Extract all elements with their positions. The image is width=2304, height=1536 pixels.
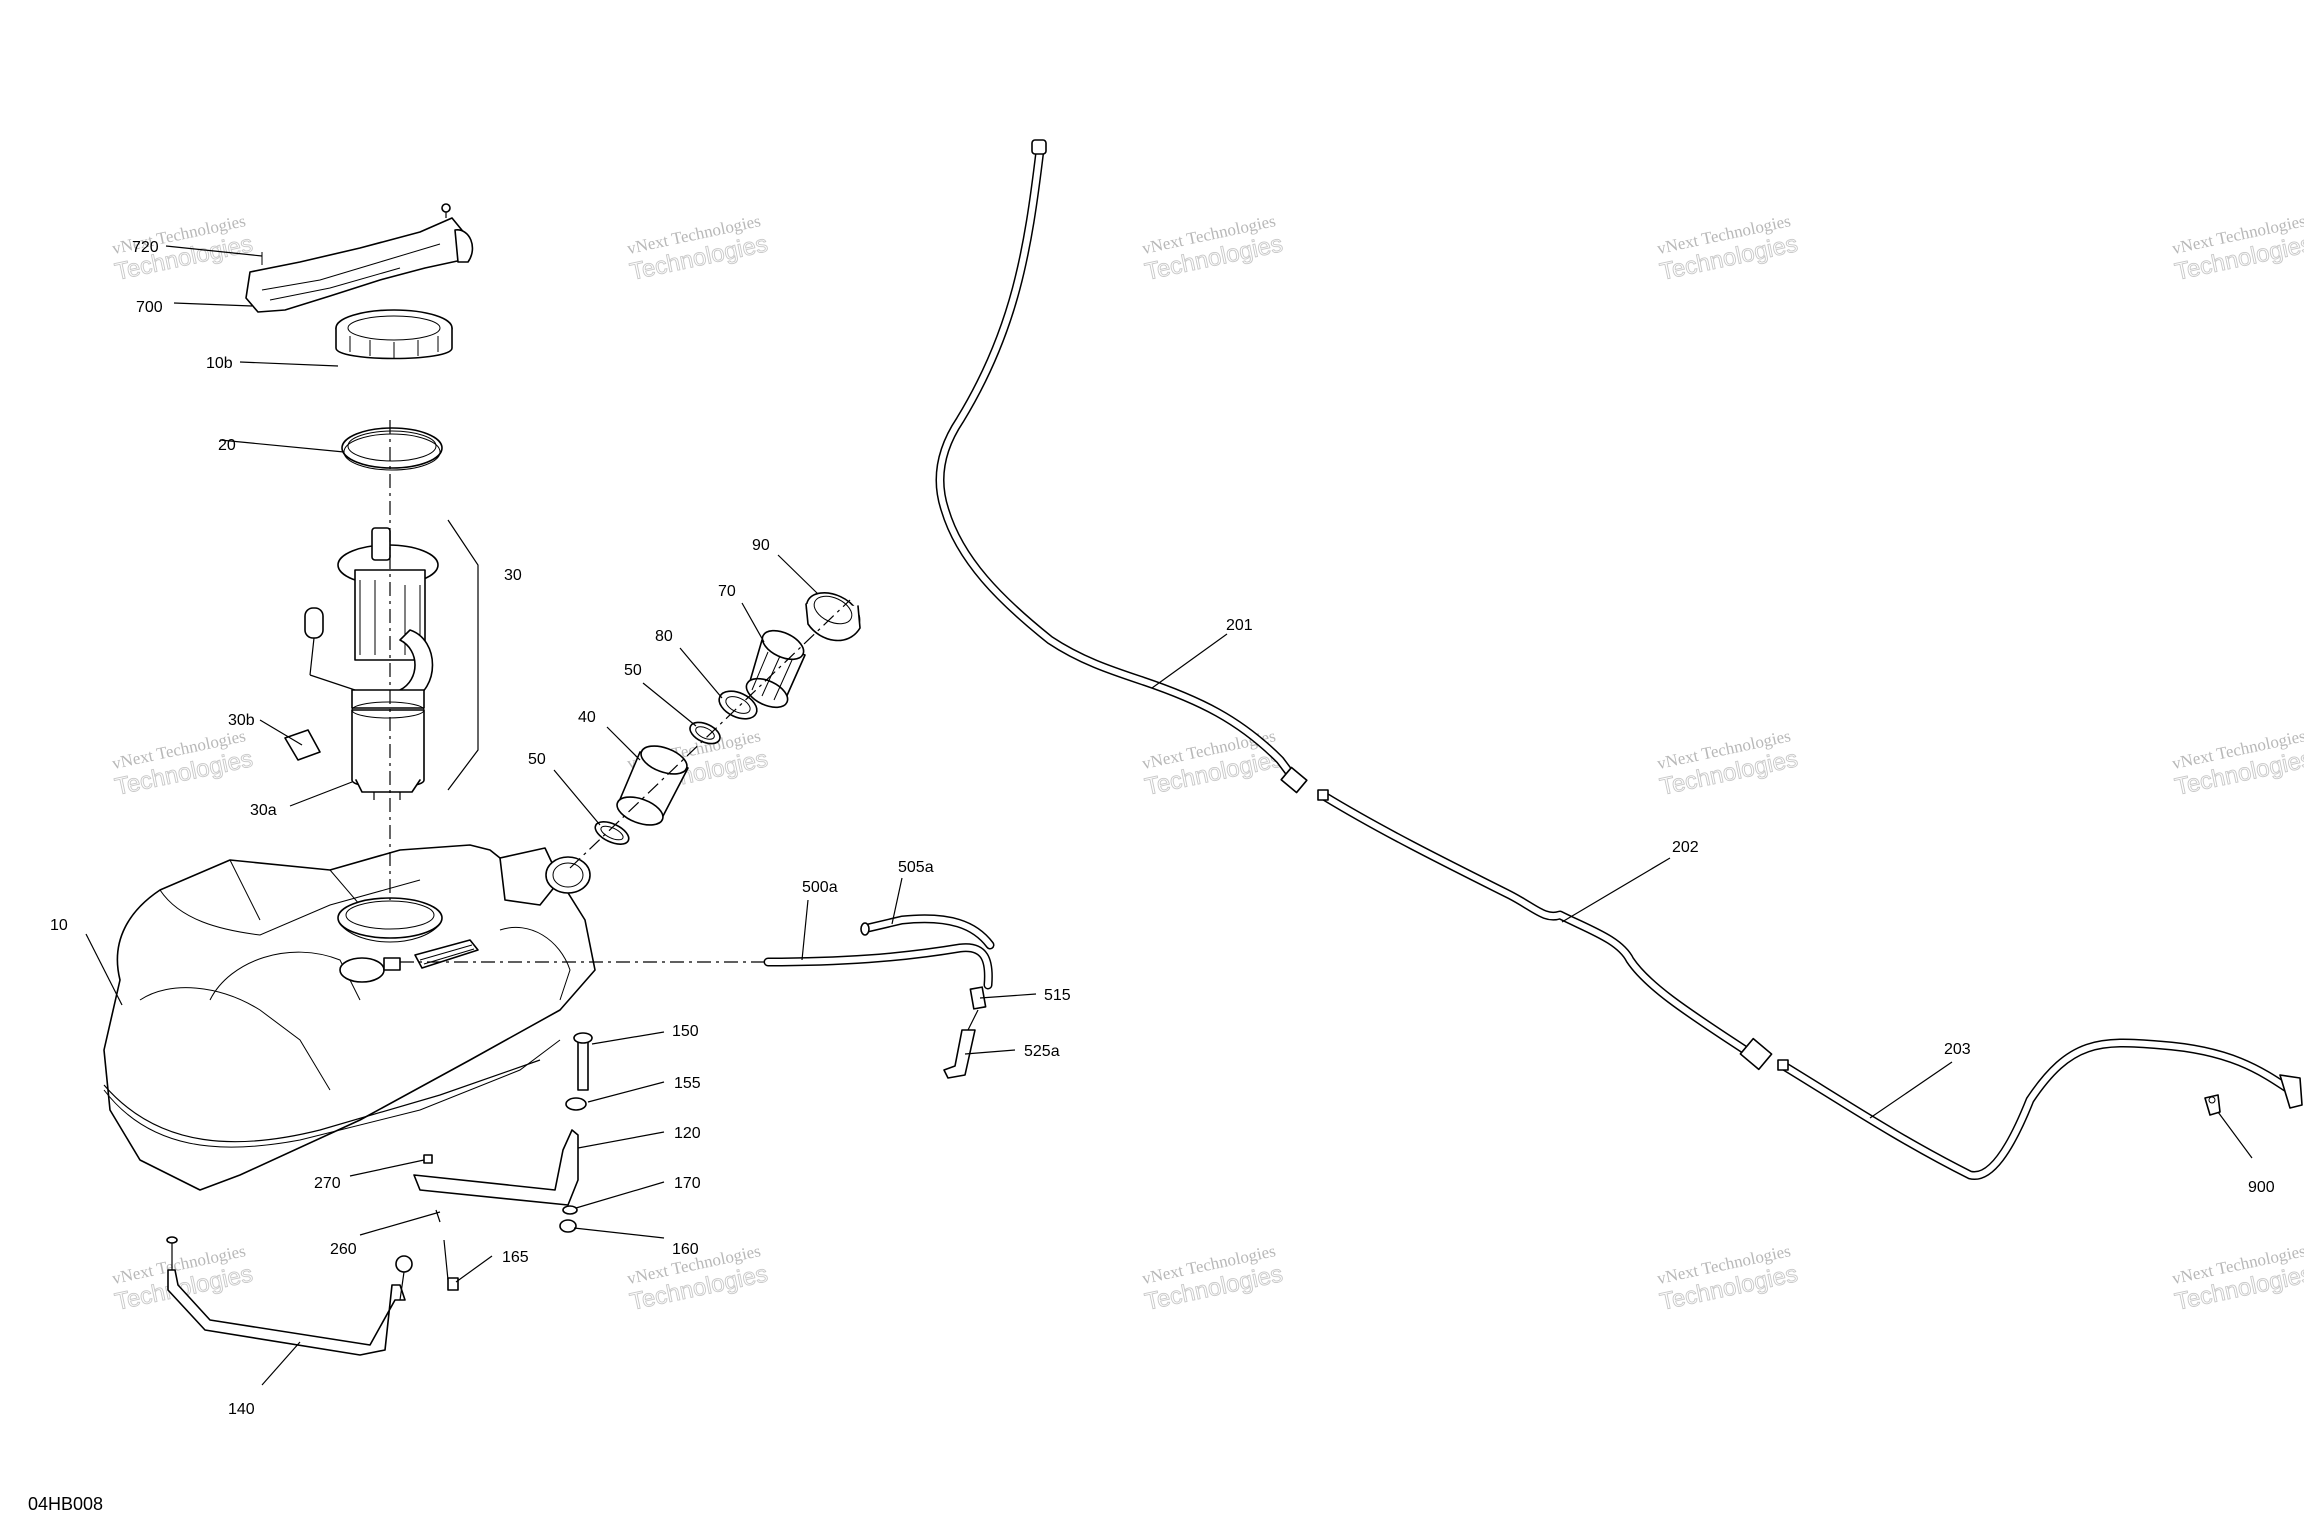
callout-515: 515 [1044,987,1071,1004]
locking-ring [335,309,453,360]
callout-80: 80 [655,628,673,645]
vent-hose [763,914,995,1079]
callout-700: 700 [136,299,163,316]
callout-720: 720 [132,239,159,256]
fuel-line-201 [935,139,1308,794]
fuel-line-203 [1777,1038,2303,1180]
drawing-code: 04HB008 [28,1494,103,1514]
callout-140: 140 [228,1401,255,1418]
callout-150: 150 [672,1023,699,1040]
callout-165: 165 [502,1249,529,1266]
callout-120: 120 [674,1125,701,1142]
callout-160: 160 [672,1241,699,1258]
callout-500a: 500a [802,879,838,896]
group-bracket-30 [447,519,479,791]
callout-50-lower: 50 [528,751,546,768]
callout-270: 270 [314,1175,341,1192]
callout-10: 10 [50,917,68,934]
callout-labels: 720 700 10b 20 30 30b 30a 10 90 70 80 50… [50,239,2275,1418]
callout-203: 203 [1944,1041,1971,1058]
clip-900 [2204,1094,2221,1116]
callout-10b: 10b [206,355,233,372]
callout-40: 40 [578,709,596,726]
callout-525a: 525a [1024,1043,1060,1060]
callout-50-upper: 50 [624,662,642,679]
pump-support-bracket [245,203,474,313]
callout-30a: 30a [250,802,277,819]
callout-30b: 30b [228,712,255,729]
leader-lines [85,245,2253,1386]
tank-strap-front [166,1236,413,1356]
assembly-axis-filler [569,599,851,869]
filler-neck [745,629,806,709]
fuel-cap [805,592,861,642]
callout-30: 30 [504,567,522,584]
callout-90: 90 [752,537,770,554]
fuel-tank [103,844,596,1191]
fuel-pump-module [284,527,439,800]
callout-202: 202 [1672,839,1699,856]
callout-20: 20 [218,437,236,454]
gasket [341,427,443,471]
hose-clamp-upper [689,721,721,745]
tank-strap-hardware [413,1032,593,1291]
fuel-line-202 [1317,789,1773,1071]
callout-70: 70 [718,583,736,600]
callout-900: 900 [2248,1179,2275,1196]
callout-155: 155 [674,1075,701,1092]
callout-170: 170 [674,1175,701,1192]
callout-505a: 505a [898,859,934,876]
callout-260: 260 [330,1241,357,1258]
callout-201: 201 [1226,617,1253,634]
